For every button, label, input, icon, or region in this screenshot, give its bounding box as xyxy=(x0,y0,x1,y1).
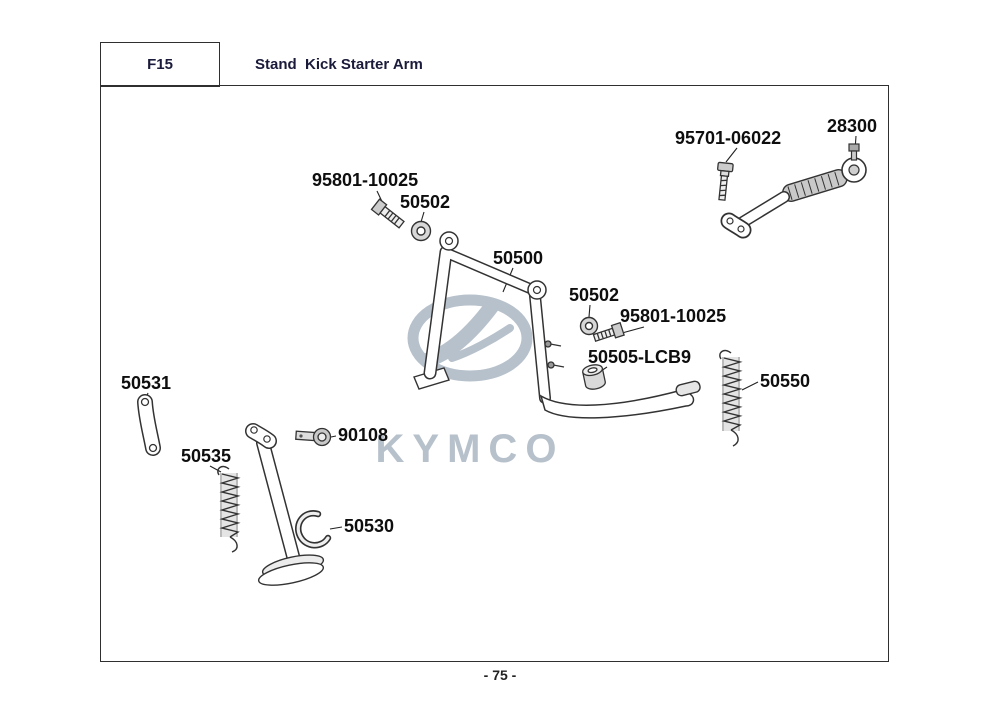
spring-50535-drawing xyxy=(217,465,241,553)
section-code-box: F15 xyxy=(100,42,220,87)
part-label-28300: 28300 xyxy=(827,116,878,136)
spring-anchor-pins xyxy=(544,340,565,369)
bolt-95801-upper-drawing xyxy=(370,198,405,229)
section-code: F15 xyxy=(147,56,173,73)
bolt-90108-drawing xyxy=(295,427,332,447)
part-label-50530: 50530 xyxy=(344,516,395,536)
kymco-watermark: KYMCO xyxy=(376,294,565,471)
nut-50502-mid-drawing xyxy=(579,316,599,336)
part-label-95801-10025-upper: 95801-10025 xyxy=(312,170,419,190)
side-stand-drawing xyxy=(245,423,332,586)
part-label-90108: 90108 xyxy=(338,425,389,445)
part-label-50531: 50531 xyxy=(121,373,172,393)
part-label-95701-06022: 95701-06022 xyxy=(675,128,782,148)
main-stand-drawing xyxy=(413,231,701,419)
bushing-50505-drawing xyxy=(582,364,606,390)
spring-bottom-hook xyxy=(730,429,739,447)
spring-top-hook xyxy=(217,465,230,476)
diagram-border xyxy=(100,85,889,662)
page-title: Stand Kick Starter Arm xyxy=(255,56,423,73)
arm-top-bolt-head xyxy=(848,143,860,152)
part-label-50500: 50500 xyxy=(493,248,544,268)
bracket-50531-drawing xyxy=(137,394,161,456)
watermark-text: KYMCO xyxy=(376,427,565,471)
spring-top-hook xyxy=(719,349,732,360)
bolt-95801-mid-drawing xyxy=(592,321,625,342)
spring-50550-drawing xyxy=(719,349,743,447)
watermark-swoosh-2 xyxy=(448,324,514,362)
nut-50502-upper-drawing xyxy=(410,220,432,242)
part-label-50550: 50550 xyxy=(760,371,811,391)
spring-bottom-hook xyxy=(229,536,238,553)
bolt-95701-drawing xyxy=(717,161,734,201)
part-label-95801-10025-mid: 95801-10025 xyxy=(620,306,727,326)
page-number: - 75 - xyxy=(483,667,517,683)
part-label-50502-mid: 50502 xyxy=(569,285,620,305)
part-label-50535: 50535 xyxy=(181,446,232,466)
part-label-50505-LCB9: 50505-LCB9 xyxy=(588,347,692,367)
kick-starter-arm-drawing xyxy=(720,143,867,239)
part-label-50502-upper: 50502 xyxy=(400,192,451,212)
